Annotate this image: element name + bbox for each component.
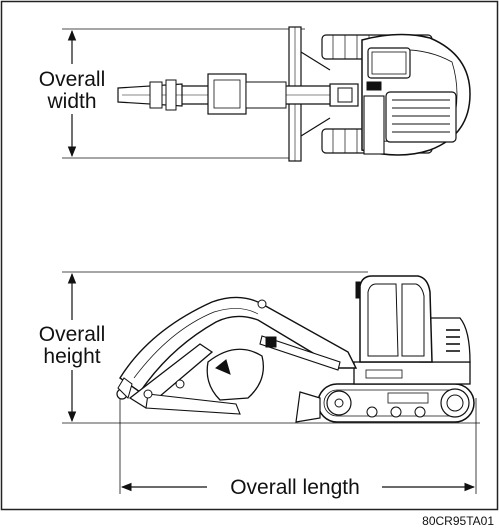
overall-width-label-line2: width bbox=[46, 90, 96, 113]
overall-length-label: Overall length bbox=[230, 476, 360, 499]
figure-code: 80CR95TA01 bbox=[422, 514, 494, 528]
figure-frame bbox=[0, 0, 499, 511]
overall-width-label-line1: Overall bbox=[39, 68, 106, 91]
excavator-side-view bbox=[62, 271, 480, 494]
overall-height-label-line2: height bbox=[43, 345, 100, 368]
excavator-top-view bbox=[62, 26, 471, 162]
overall-height-label-line1: Overall bbox=[39, 323, 106, 346]
